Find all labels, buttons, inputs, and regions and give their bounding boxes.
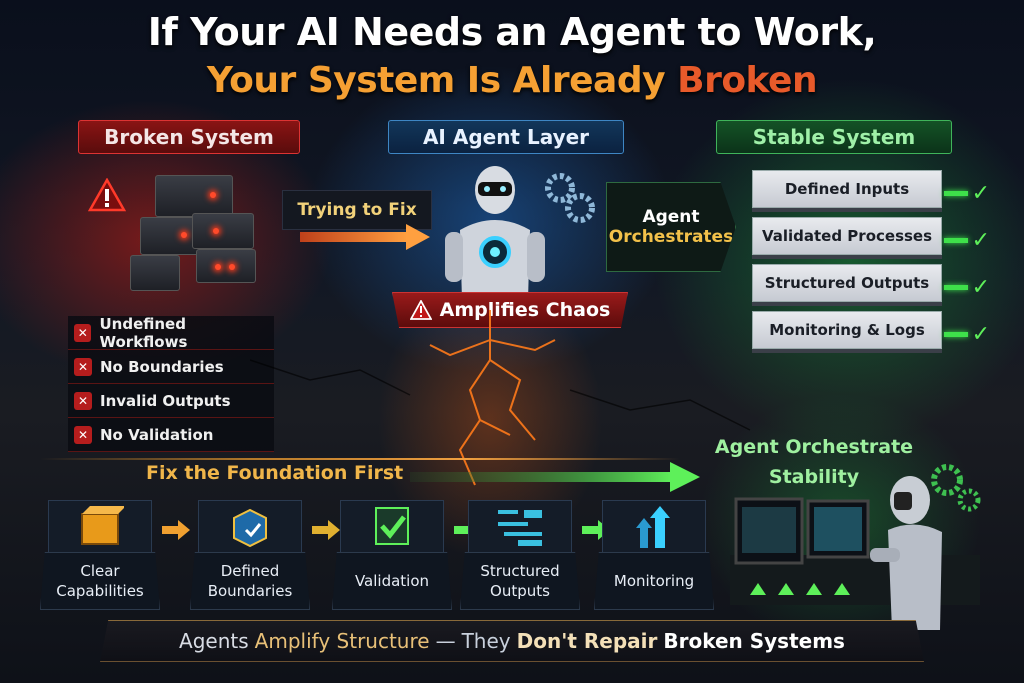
check-icon: ✓ [971, 181, 990, 206]
check-icon: ✓ [971, 275, 990, 300]
check-icon: ✓ [971, 228, 990, 253]
x-icon: ✕ [74, 425, 92, 444]
failure-list: ✕Undefined Workflows ✕No Boundaries ✕Inv… [68, 315, 274, 452]
foundation-step: Monitoring [594, 500, 714, 610]
agent-orchestrate-stability-label: Agent Orchestrate Stability [714, 436, 914, 488]
lightning-crack-illustration [250, 310, 751, 486]
x-icon: ✕ [74, 391, 92, 410]
document-lines-icon [498, 510, 542, 546]
warning-triangle-icon [88, 178, 126, 212]
stable-layer: Defined Inputs [752, 170, 942, 208]
foundation-step: Defined Boundaries [190, 500, 310, 610]
orchestrates-line2: Orchestrates [608, 227, 734, 247]
arrow-right-icon [162, 520, 190, 540]
arrow-right-icon [410, 462, 700, 492]
failure-item: ✕Invalid Outputs [68, 384, 274, 418]
stable-layer: Structured Outputs [752, 264, 942, 302]
subheadline-red: Broken [677, 60, 818, 101]
footer-banner: Agents Amplify Structure — They Don't Re… [100, 620, 924, 662]
box-icon [81, 506, 124, 545]
failure-item: ✕No Validation [68, 418, 274, 452]
ai-agent-layer-header: AI Agent Layer [388, 120, 624, 154]
cube-check-icon [233, 508, 267, 548]
warning-triangle-icon [409, 300, 432, 320]
x-icon: ✕ [74, 357, 92, 376]
arrow-right-icon [312, 520, 340, 540]
stable-system-header: Stable System [716, 120, 952, 154]
failure-item: ✕No Boundaries [68, 350, 274, 384]
broken-system-header: Broken System [78, 120, 300, 154]
stable-layer: Validated Processes [752, 217, 942, 255]
up-arrows-icon [636, 506, 670, 548]
stable-checks: ✓ ✓ ✓ ✓ [930, 170, 990, 358]
fix-foundation-title: Fix the Foundation First [146, 462, 404, 484]
failure-item: ✕Undefined Workflows [68, 315, 274, 351]
arrow-right-icon [300, 224, 430, 250]
agent-orchestrates-panel: Agent Orchestrates [606, 182, 736, 272]
amplifies-chaos-label: Amplifies Chaos [439, 299, 611, 321]
foundation-step: Validation [332, 500, 452, 610]
robot-operator-icon [870, 476, 942, 630]
trying-to-fix-label: Trying to Fix [282, 190, 432, 230]
subheadline-orange: Your System Is Already [206, 60, 666, 101]
stable-layer: Monitoring & Logs [752, 311, 942, 349]
gears-icon [931, 464, 981, 512]
headline: If Your AI Needs an Agent to Work, [147, 10, 877, 54]
foundation-step: Structured Outputs [460, 500, 580, 610]
robot-agent-icon [445, 166, 545, 300]
subheadline: Your System Is Already Broken [0, 60, 1024, 101]
broken-servers-illustration [130, 175, 260, 295]
x-icon: ✕ [74, 323, 92, 342]
stable-layer-stack: Defined Inputs Validated Processes Struc… [752, 170, 942, 358]
foundation-step: Clear Capabilities [40, 500, 160, 610]
orchestrates-line1: Agent [642, 207, 700, 227]
amplifies-chaos-banner: Amplifies Chaos [392, 292, 628, 328]
foundation-steps: Clear Capabilities Defined Boundaries Va… [40, 500, 720, 610]
check-icon: ✓ [971, 322, 990, 347]
gears-icon [545, 173, 595, 223]
checkmark-icon [375, 507, 409, 545]
divider [40, 458, 680, 460]
